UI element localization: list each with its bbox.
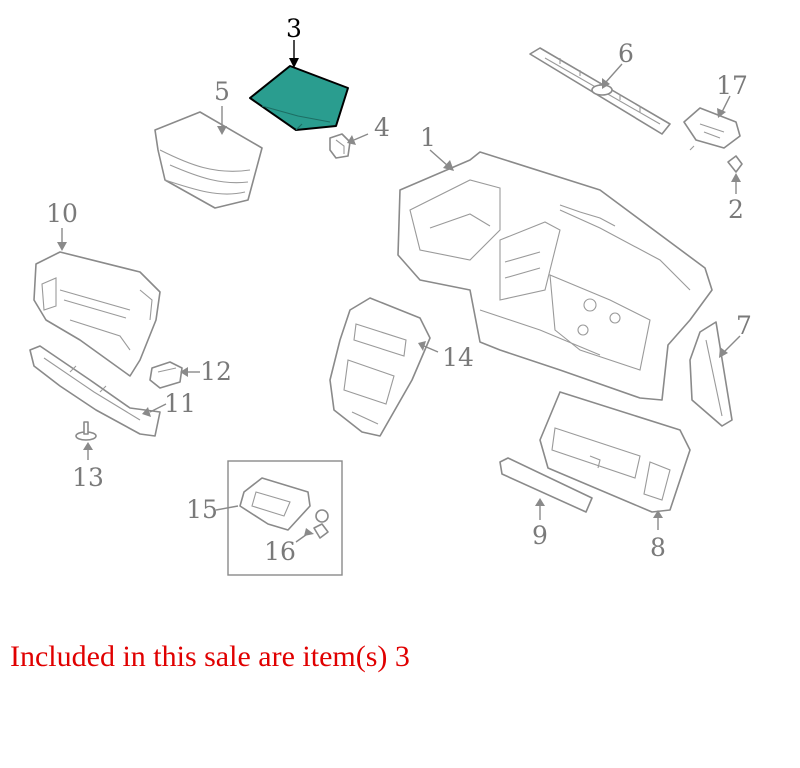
part-6-defroster-grille[interactable] [529,47,671,135]
leader-1 [429,149,454,171]
part-16-bulb[interactable] [313,509,329,539]
callout-16: 16 [264,537,296,566]
callout-7: 7 [736,311,752,340]
callout-12: 12 [200,357,232,386]
part-15-switch-housing[interactable] [239,477,311,531]
part-14-center-bezel[interactable] [329,297,431,437]
leader-10 [57,228,67,251]
leader-16 [295,528,314,543]
leader-14 [418,341,439,353]
part-9-trim-strip[interactable] [499,457,593,513]
leader-9 [535,498,545,520]
leader-15 [215,505,239,511]
callout-4: 4 [374,113,390,142]
callout-13: 13 [72,463,104,492]
part-8-glove-box[interactable] [539,391,691,513]
leader-11 [142,403,167,417]
callout-1: 1 [420,123,436,152]
callout-5: 5 [214,77,230,106]
part-7-end-panel[interactable] [689,321,733,427]
leader-6 [602,63,623,89]
leader-2 [731,173,741,194]
part-11-lower-trim[interactable] [29,345,161,437]
callout-9: 9 [532,521,548,550]
callout-3: 3 [286,14,302,43]
callout-15: 15 [186,495,218,524]
part-17-sensor-bracket[interactable] [683,107,741,151]
part-4-clip[interactable] [329,133,351,159]
callout-11: 11 [164,389,196,418]
callout-2: 2 [728,195,744,224]
callout-8: 8 [650,533,666,562]
part-5-upper-panel[interactable] [154,111,263,209]
exploded-parts-diagram: 3 5 4 6 17 1 2 10 7 14 12 11 13 15 16 9 … [29,14,752,576]
callout-17: 17 [716,71,748,100]
inset-box [227,460,343,576]
part-3-pad[interactable] [249,65,349,131]
part-2-clip[interactable] [727,155,743,173]
callout-6: 6 [618,39,634,68]
callout-14: 14 [442,343,474,372]
callout-10: 10 [46,199,78,228]
leader-3 [289,40,299,68]
leader-7 [719,335,741,358]
leader-5 [217,106,227,135]
leader-8 [653,510,663,530]
part-1-instrument-panel[interactable] [397,151,713,401]
leader-4 [347,133,369,145]
leader-17 [717,95,731,118]
part-10-cluster-bezel[interactable] [33,251,161,377]
part-12-connector[interactable] [149,361,183,389]
leader-13 [83,442,93,460]
sale-note: Included in this sale are item(s) 3 [10,640,410,673]
leader-12 [180,367,200,377]
part-13-push-pin[interactable] [75,421,97,441]
